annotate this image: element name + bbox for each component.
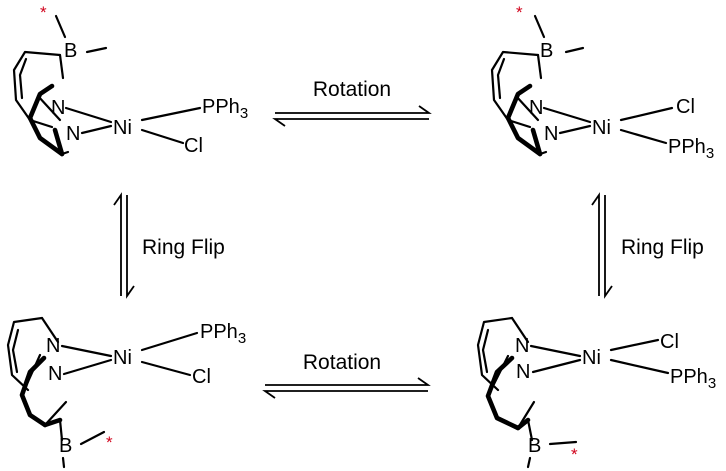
- chlorine-atom: Cl: [676, 96, 695, 118]
- chlorine-atom: Cl: [192, 366, 211, 388]
- nickel-atom: Ni: [582, 347, 601, 369]
- nickel-atom: Ni: [113, 347, 132, 369]
- boron-atom: B: [528, 435, 541, 457]
- phosphine-group: PPh3: [668, 136, 714, 162]
- boron-atom: B: [540, 40, 553, 62]
- rotation-label-top: Rotation: [313, 78, 391, 101]
- nitrogen-atom-2: N: [48, 363, 62, 385]
- stereo-marker: *: [516, 3, 523, 22]
- nickel-atom: Ni: [113, 117, 132, 139]
- complex-top-right: * B N N Ni Cl PPh3: [490, 3, 714, 162]
- stereo-marker: *: [571, 445, 578, 464]
- equilibrium-arrow-bottom: [262, 377, 431, 399]
- chlorine-atom: Cl: [184, 135, 203, 157]
- complex-bottom-right: N N B * Ni Cl PPh3: [476, 316, 716, 469]
- stereo-marker: *: [106, 433, 113, 452]
- phosphine-group: PPh3: [200, 321, 246, 347]
- nitrogen-atom-1: N: [529, 97, 543, 119]
- nitrogen-atom-2: N: [544, 123, 558, 145]
- complex-bottom-left: N N B * Ni PPh3 Cl: [6, 316, 246, 469]
- phosphine-group: PPh3: [670, 366, 716, 392]
- equilibrium-arrow-right: [591, 192, 613, 299]
- boron-atom: B: [64, 40, 77, 62]
- phosphine-group: PPh3: [202, 96, 248, 122]
- stereo-marker: *: [40, 3, 47, 22]
- rotation-label-bottom: Rotation: [303, 351, 381, 374]
- nitrogen-atom-2: N: [66, 123, 80, 145]
- equilibrium-arrow-top: [272, 105, 432, 127]
- nitrogen-atom-1: N: [51, 97, 65, 119]
- equilibrium-arrow-left: [113, 192, 135, 299]
- ring-flip-label-left: Ring Flip: [142, 236, 225, 259]
- nitrogen-atom-2: N: [516, 361, 530, 383]
- nitrogen-atom-1: N: [46, 335, 60, 357]
- chlorine-atom: Cl: [660, 331, 679, 353]
- boron-atom: B: [59, 435, 72, 457]
- nickel-atom: Ni: [592, 117, 611, 139]
- nitrogen-atom-1: N: [515, 335, 529, 357]
- ring-flip-label-right: Ring Flip: [621, 236, 704, 259]
- complex-top-left: * B N N Ni PPh3 Cl: [12, 3, 248, 157]
